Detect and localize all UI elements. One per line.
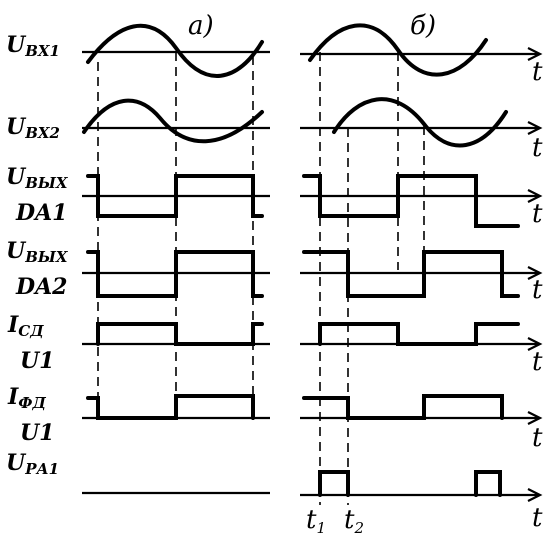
svg-text:U1: U1 xyxy=(20,420,55,446)
time-mark-t1: t1 xyxy=(306,505,326,537)
axis-b-upa1 xyxy=(300,488,543,502)
reference-lines xyxy=(97,52,425,505)
label-i-fd-u1: IФД U1 xyxy=(7,384,55,446)
svg-text:UВХ2: UВХ2 xyxy=(6,114,60,142)
header-a: а) xyxy=(188,11,214,41)
wave-a-da1 xyxy=(86,174,264,218)
axis-b-uvx1 xyxy=(300,47,543,61)
t-label-1: t xyxy=(532,57,543,87)
wave-a-da2 xyxy=(86,250,264,298)
wave-b-da2 xyxy=(302,250,520,298)
axis-b-da1 xyxy=(300,189,543,203)
wave-a-uvx2 xyxy=(82,98,264,144)
panel-a xyxy=(82,23,270,495)
label-i-sd-u1: IСД U1 xyxy=(7,312,55,374)
wave-a-ifd xyxy=(86,394,255,420)
header-b: б) xyxy=(410,11,436,41)
t-label-3: t xyxy=(532,199,543,229)
t-label-7: t xyxy=(532,503,543,533)
t-label-4: t xyxy=(532,275,543,305)
wave-b-da1 xyxy=(302,174,520,228)
axis-b-uvx2 xyxy=(300,121,543,135)
svg-text:UРА1: UРА1 xyxy=(6,450,59,478)
svg-text:DA1: DA1 xyxy=(15,200,67,226)
svg-text:UВЫХ: UВЫХ xyxy=(6,238,69,266)
svg-text:IФД: IФД xyxy=(7,384,47,412)
wave-a-isd xyxy=(96,322,264,346)
svg-text:t1: t1 xyxy=(306,505,326,537)
label-u-vx2: UВХ2 xyxy=(6,114,60,142)
label-u-vyx-da1: UВЫХ DA1 xyxy=(6,164,69,226)
label-u-vx1: UВХ1 xyxy=(6,32,60,60)
svg-text:UВХ1: UВХ1 xyxy=(6,32,60,60)
wave-b-uvx2 xyxy=(332,97,508,148)
panel-b: t t t t t t t xyxy=(300,23,543,533)
svg-text:DA2: DA2 xyxy=(15,274,67,300)
wave-b-isd xyxy=(318,322,520,346)
time-mark-t2: t2 xyxy=(344,505,364,537)
wave-b-ifd xyxy=(302,394,504,420)
t-label-6: t xyxy=(532,423,543,453)
t-label-5: t xyxy=(532,347,543,377)
svg-text:t2: t2 xyxy=(344,505,364,537)
svg-text:U1: U1 xyxy=(20,348,55,374)
wave-b-upa1 xyxy=(318,470,502,497)
label-u-vyx-da2: UВЫХ DA2 xyxy=(6,238,69,300)
wave-b-uvx1 xyxy=(308,23,488,77)
label-u-pa1: UРА1 xyxy=(6,450,59,478)
svg-text:IСД: IСД xyxy=(7,312,44,340)
svg-text:UВЫХ: UВЫХ xyxy=(6,164,69,192)
t-label-2: t xyxy=(532,133,543,163)
wave-a-uvx1 xyxy=(86,23,264,78)
